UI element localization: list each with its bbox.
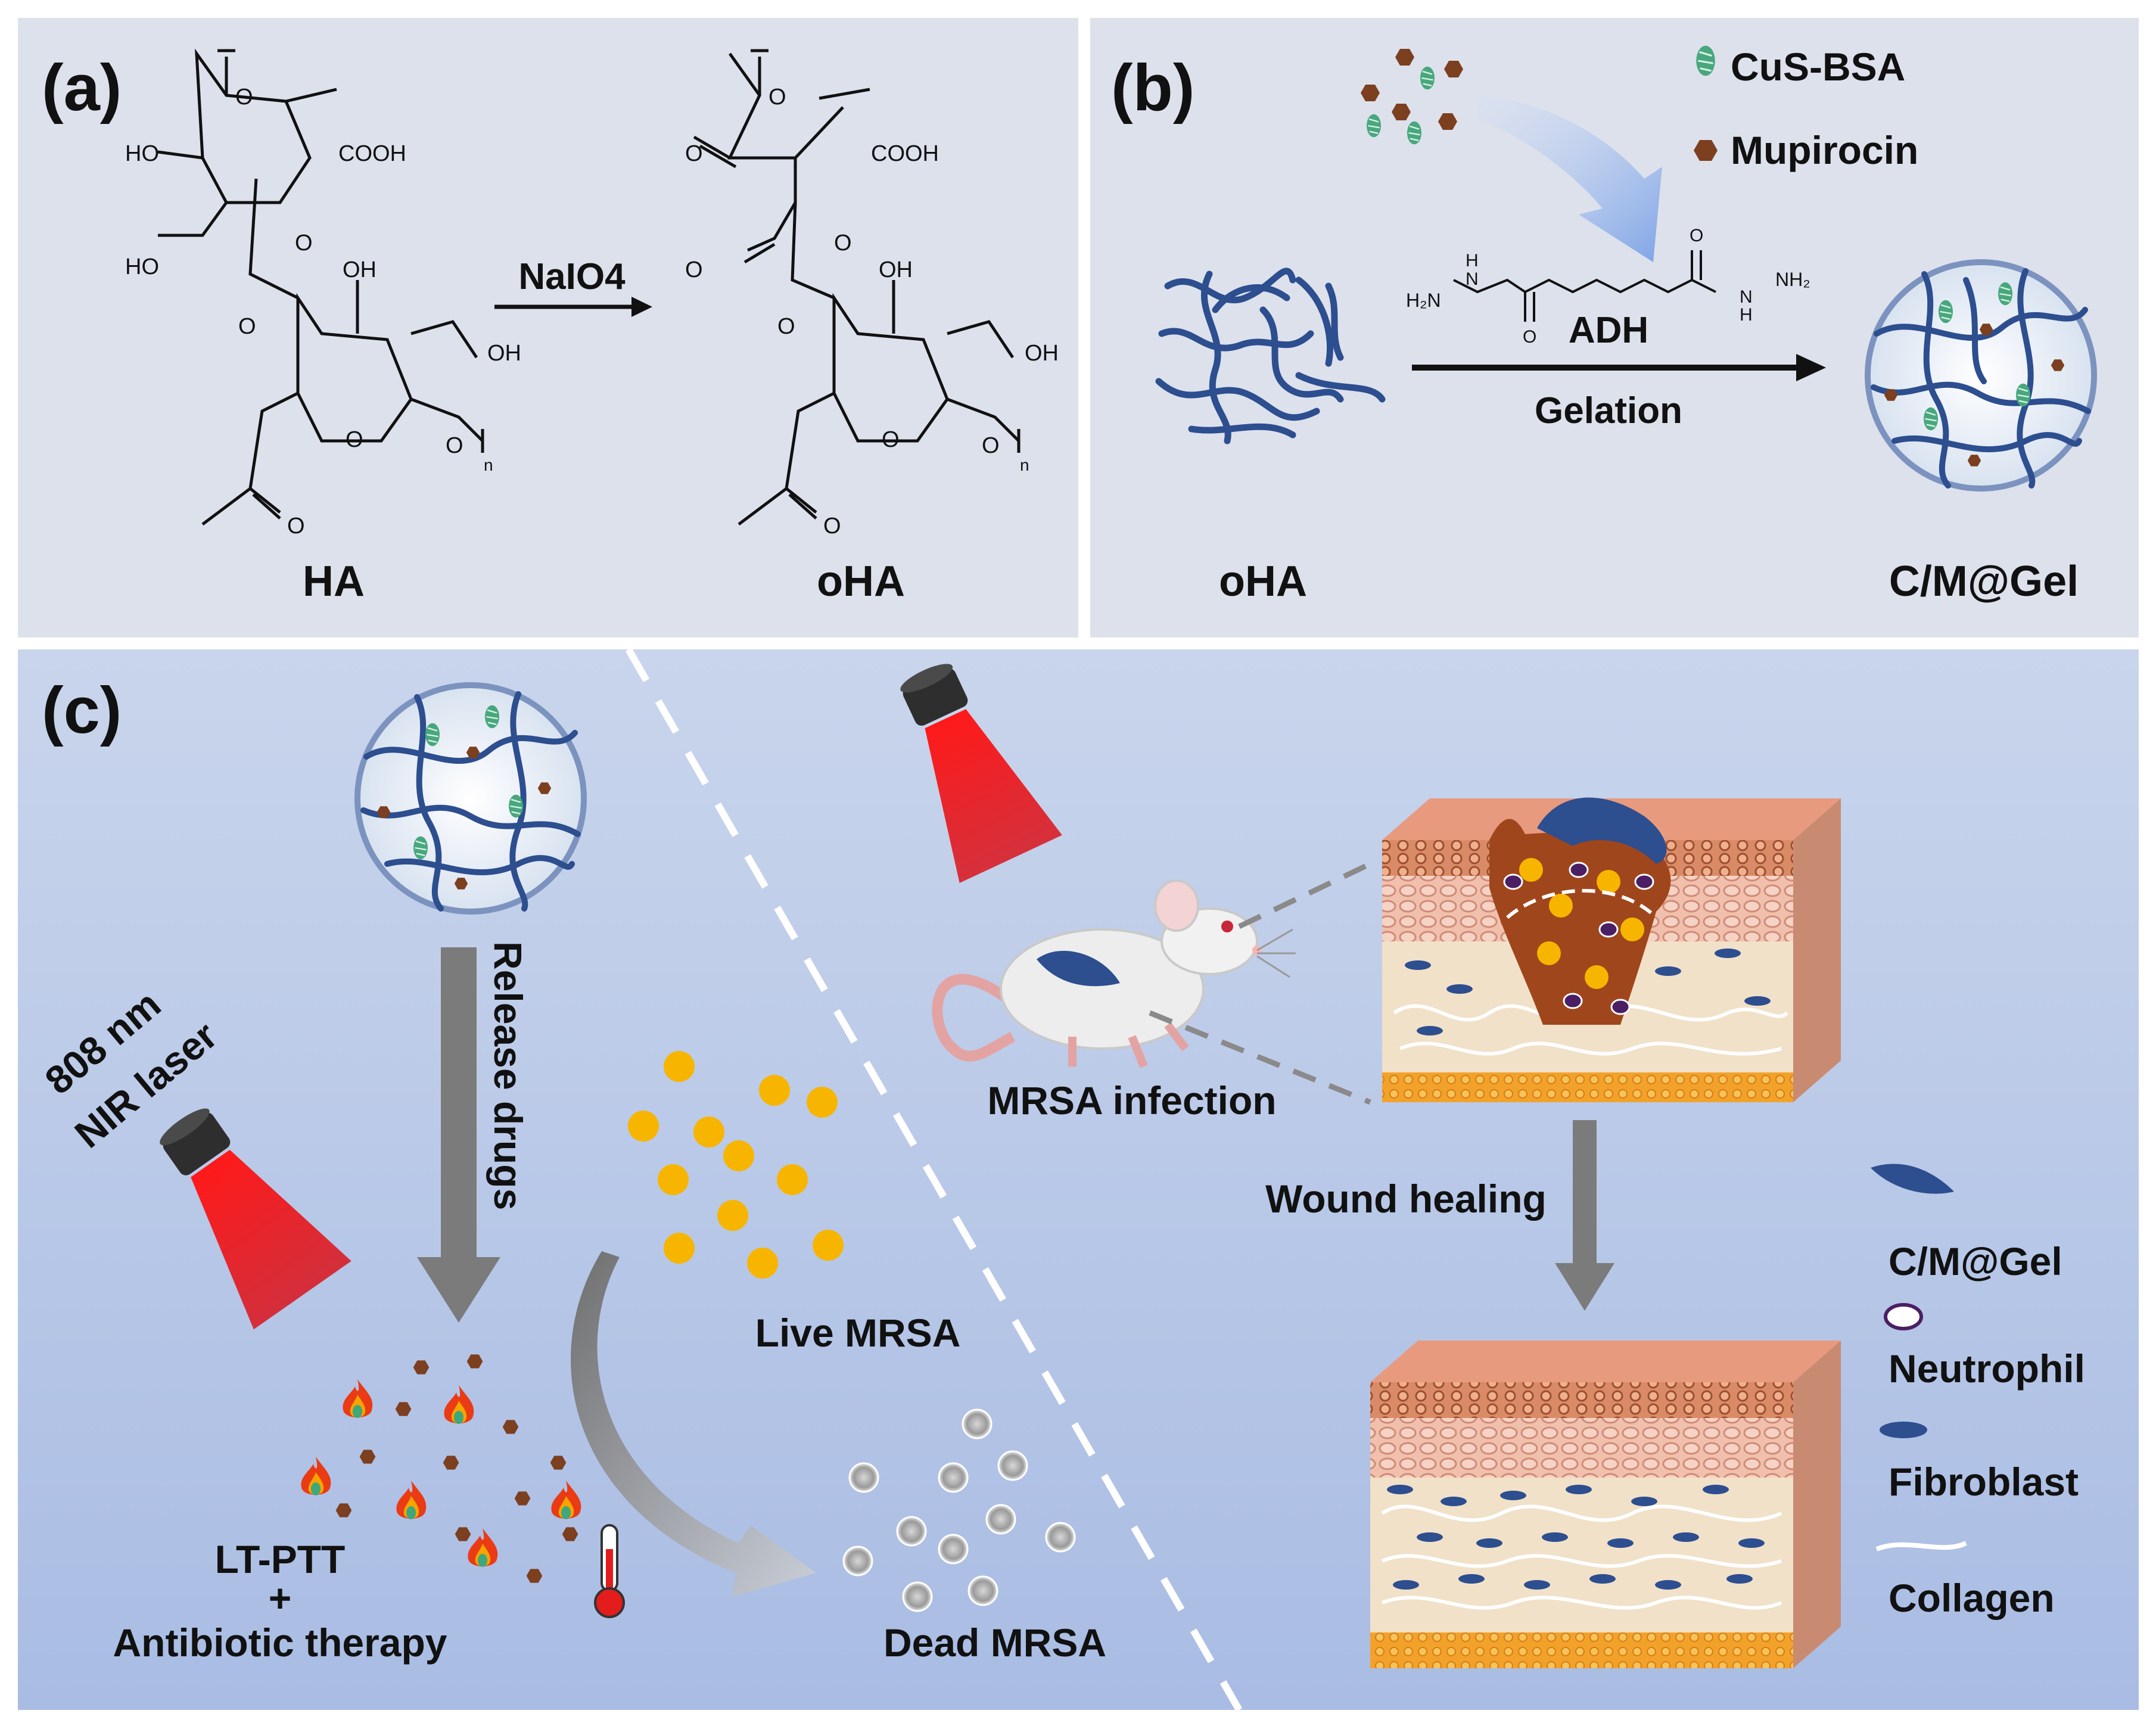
zoom-line-bottom [1149, 1010, 1371, 1105]
panel-c-divider-dashed [625, 648, 1243, 1712]
release-drugs-label: Release drugs [486, 941, 530, 1210]
legend-cm-gel-icon [1871, 1164, 1954, 1194]
reaction-arrowhead-a [631, 297, 652, 317]
adh-atom-n-right: N [1740, 287, 1753, 307]
therapy-line2: + [269, 1576, 292, 1620]
oha-atom-o-ald1: O [685, 141, 703, 166]
dead-mrsa-label: Dead MRSA [883, 1621, 1106, 1665]
reagent-naio4: NaIO4 [518, 256, 626, 297]
oha-atom-labels: O O COOH O O O OH OH O O n O [685, 85, 1059, 539]
laser-device-left [160, 1108, 351, 1330]
cm-gel-sphere-b [1865, 259, 2097, 492]
adh-atom-labels: H₂N H N O O N H NH₂ [1406, 226, 1810, 347]
killing-curved-arrow [571, 1251, 816, 1597]
ha-atom-n: n [484, 456, 493, 474]
infected-skin-block [1382, 797, 1841, 1102]
gelation-label: Gelation [1535, 390, 1682, 431]
ha-name: HA [303, 558, 365, 605]
cm-gel-sphere-c [354, 682, 587, 915]
adh-label: ADH [1569, 310, 1648, 351]
oha-atom-oh-1: OH [879, 257, 913, 282]
panel-c-label: (c) [42, 674, 122, 747]
adh-structure [1453, 250, 1716, 322]
oha-atom-n: n [1020, 456, 1029, 474]
ha-atom-oh-1: OH [343, 257, 377, 282]
therapy-line3: Antibiotic therapy [113, 1621, 447, 1665]
therapy-line1: LT-PTT [215, 1537, 346, 1581]
legend-collagen-icon [1875, 1541, 1967, 1551]
oha-atom-cooh: COOH [871, 141, 939, 166]
adh-atom-h-left: H [1466, 251, 1479, 270]
ha-atom-o-end: O [446, 433, 463, 458]
ha-atom-ho-1: HO [125, 141, 159, 166]
panel-a-background [18, 18, 1078, 638]
oha-atom-o-ketone: O [823, 514, 841, 539]
gelation-arrowhead [1796, 354, 1826, 381]
oha-atom-oh-2: OH [1025, 341, 1059, 366]
ha-atom-o-top: O [235, 85, 253, 110]
dead-mrsa-cluster [842, 1408, 1076, 1612]
healing-arrow [1555, 1120, 1614, 1311]
thermometer-icon [594, 1524, 625, 1618]
panel-b-label: (b) [1111, 51, 1194, 125]
ha-atom-cooh: COOH [338, 141, 406, 166]
live-mrsa-cluster [628, 1051, 844, 1279]
ha-atom-o-link: O [238, 314, 256, 339]
oha-name-a: oHA [817, 558, 905, 605]
mouse-illustration [932, 879, 1296, 1068]
release-arrow [417, 947, 500, 1323]
oha-atom-o-ring: O [834, 231, 852, 256]
ha-structure [157, 48, 484, 525]
oha-atom-o-link: O [777, 314, 795, 339]
ha-atom-o-ring: O [295, 231, 313, 256]
legend-neutrophil-icon [1884, 1303, 1923, 1330]
healed-skin-block [1370, 1341, 1841, 1668]
ha-atom-o-ketone: O [287, 514, 305, 539]
ha-atom-oh-2: OH [487, 341, 521, 366]
adh-atom-h-right: H [1740, 305, 1753, 325]
mupirocin-legend-label: Mupirocin [1731, 128, 1918, 172]
oha-name-b: oHA [1219, 558, 1307, 605]
wound-healing-label: Wound healing [1265, 1177, 1547, 1221]
legend-cm-gel-label: C/M@Gel [1889, 1239, 2062, 1283]
mrsa-infection-label: MRSA infection [987, 1078, 1276, 1122]
adh-atom-o-right: O [1690, 226, 1703, 245]
adh-atom-h2n: H₂N [1406, 290, 1441, 311]
adh-atom-nh2: NH₂ [1775, 269, 1810, 290]
legend-collagen-label: Collagen [1889, 1576, 2055, 1620]
legend-c: C/M@Gel Neutrophil Fibroblast Collagen [1871, 1164, 2085, 1620]
ha-atom-o-ring2: O [346, 427, 363, 452]
cm-gel-name-b: C/M@Gel [1889, 558, 2079, 605]
legend-neutrophil-label: Neutrophil [1889, 1346, 2085, 1391]
live-mrsa-label: Live MRSA [755, 1311, 961, 1355]
cus-bsa-legend-label: CuS-BSA [1731, 45, 1905, 89]
oha-structure [693, 49, 1021, 525]
oha-atom-o-ring2: O [882, 427, 900, 452]
legend-fibroblast-label: Fibroblast [1889, 1460, 2079, 1504]
adh-atom-n-left: N [1466, 269, 1479, 289]
oha-atom-o-end: O [982, 433, 1000, 458]
legend-fibroblast-icon [1880, 1422, 1927, 1438]
adh-atom-o-left: O [1523, 327, 1536, 347]
laser-device-right [900, 664, 1062, 884]
cus-bsa-legend-icon [1695, 45, 1716, 77]
zoom-line-top [1238, 861, 1371, 929]
ha-atom-labels: HO COOH O HO O O OH OH O O n O [125, 85, 521, 539]
oha-atom-o-top: O [769, 85, 786, 110]
drug-loading-arrow [1477, 95, 1662, 262]
panel-a-label: (a) [42, 51, 122, 125]
ha-atom-ho-2: HO [125, 254, 159, 279]
oha-atom-o-ald2: O [685, 257, 703, 282]
oha-polymer-chains [1155, 268, 1386, 444]
